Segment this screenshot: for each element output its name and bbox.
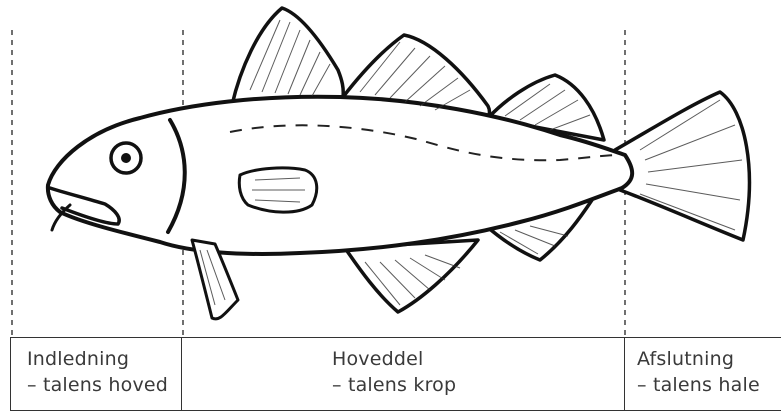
intro-title: Indledning [27, 348, 129, 370]
outro-title: Afslutning [637, 348, 734, 370]
body-subtitle: – talens krop [332, 374, 456, 396]
outro-subtitle: – talens hale [637, 374, 760, 396]
body-title: Hoveddel [332, 348, 424, 370]
section-intro: Indledning – talens hoved [10, 337, 182, 411]
anal-fin-1 [345, 240, 478, 312]
section-outro: Afslutning – talens hale [625, 337, 781, 411]
dorsal-fin-1 [232, 8, 343, 105]
fish-eye-pupil [121, 153, 131, 163]
section-body: Hoveddel – talens krop [182, 337, 625, 411]
intro-subtitle: – talens hoved [27, 374, 168, 396]
tail-fin [615, 92, 749, 240]
